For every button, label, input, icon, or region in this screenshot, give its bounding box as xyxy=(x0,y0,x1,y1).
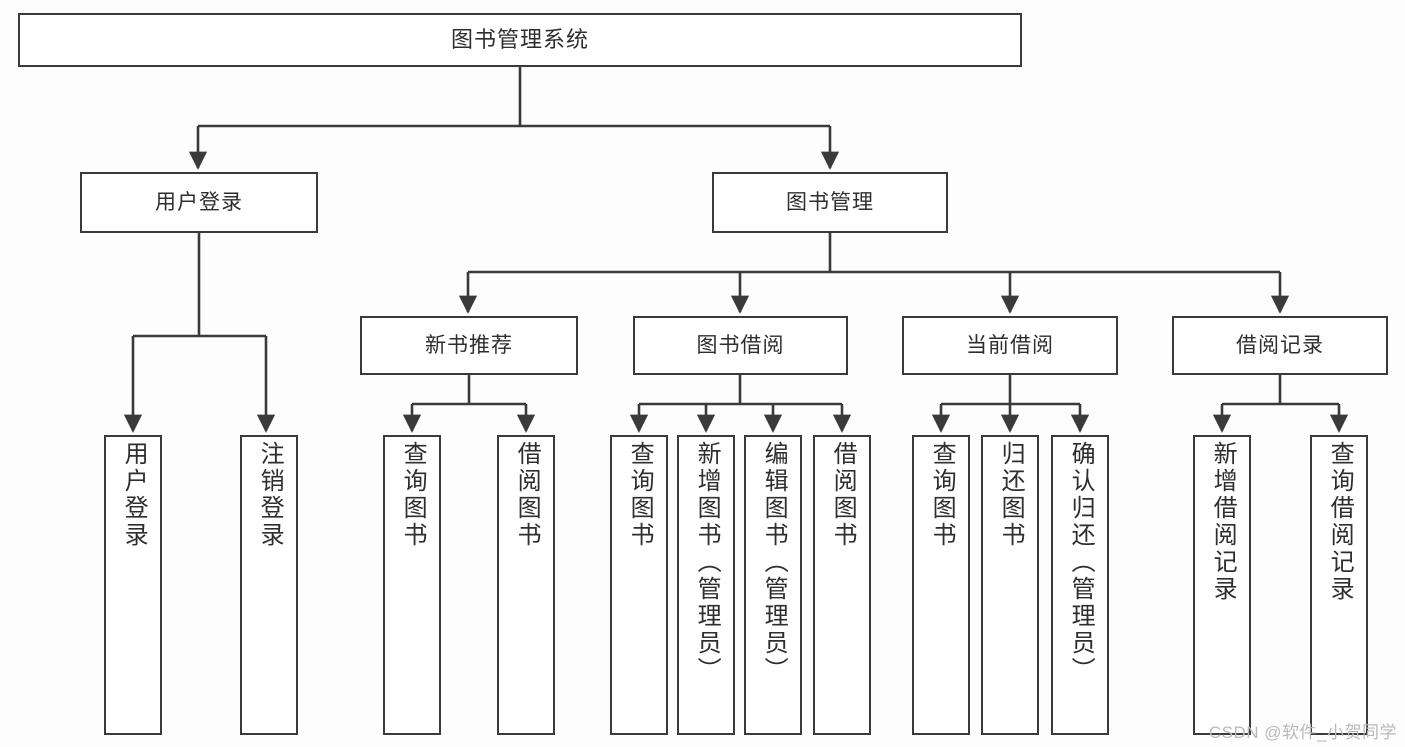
node-label: 新增借阅记录 xyxy=(1209,441,1237,603)
node-current-borrow[interactable]: 当前借阅 xyxy=(902,316,1118,375)
node-label: 查询借阅记录 xyxy=(1326,441,1354,603)
node-label: 注销登录 xyxy=(256,441,284,549)
leaf-return-book[interactable]: 归还图书 xyxy=(981,435,1039,735)
node-borrow-record[interactable]: 借阅记录 xyxy=(1172,316,1388,375)
node-label: 当前借阅 xyxy=(966,333,1054,357)
node-label: 查询图书 xyxy=(399,441,427,549)
node-new-book-recommend[interactable]: 新书推荐 xyxy=(360,316,578,375)
leaf-query-borrow-record[interactable]: 查询借阅记录 xyxy=(1310,435,1368,735)
node-label: 借阅记录 xyxy=(1236,333,1324,357)
node-root-book-management-system[interactable]: 图书管理系统 xyxy=(18,13,1022,67)
node-book-borrow[interactable]: 图书借阅 xyxy=(633,316,848,375)
node-label: 编辑图书（管理员） xyxy=(760,441,788,684)
node-label: 图书管理系统 xyxy=(450,26,589,52)
node-label: 查询图书 xyxy=(928,441,956,549)
leaf-borrow-book-recommend[interactable]: 借阅图书 xyxy=(497,435,555,735)
node-label: 图书管理 xyxy=(786,190,874,214)
node-label: 用户登录 xyxy=(120,441,148,549)
leaf-user-login[interactable]: 用户登录 xyxy=(104,435,162,735)
node-label: 新增图书（管理员） xyxy=(693,441,721,684)
leaf-logout-login[interactable]: 注销登录 xyxy=(240,435,298,735)
node-label: 查询图书 xyxy=(626,441,654,549)
leaf-add-book-admin[interactable]: 新增图书（管理员） xyxy=(677,435,735,735)
node-label: 借阅图书 xyxy=(513,441,541,549)
node-user-login[interactable]: 用户登录 xyxy=(80,172,318,233)
node-label: 归还图书 xyxy=(997,441,1025,549)
watermark: CSDN @软件_小贺同学 xyxy=(1208,723,1397,742)
leaf-query-book-borrow[interactable]: 查询图书 xyxy=(610,435,668,735)
leaf-query-book-current[interactable]: 查询图书 xyxy=(912,435,970,735)
leaf-add-borrow-record[interactable]: 新增借阅记录 xyxy=(1193,435,1251,735)
node-label: 确认归还（管理员） xyxy=(1067,441,1095,684)
node-label: 借阅图书 xyxy=(829,441,857,549)
node-label: 新书推荐 xyxy=(425,333,513,357)
leaf-edit-book-admin[interactable]: 编辑图书（管理员） xyxy=(744,435,802,735)
node-label: 用户登录 xyxy=(155,190,243,214)
leaf-borrow-book[interactable]: 借阅图书 xyxy=(813,435,871,735)
leaf-query-book-recommend[interactable]: 查询图书 xyxy=(383,435,441,735)
leaf-confirm-return-admin[interactable]: 确认归还（管理员） xyxy=(1051,435,1109,735)
node-book-management[interactable]: 图书管理 xyxy=(712,172,948,233)
node-label: 图书借阅 xyxy=(696,333,785,357)
